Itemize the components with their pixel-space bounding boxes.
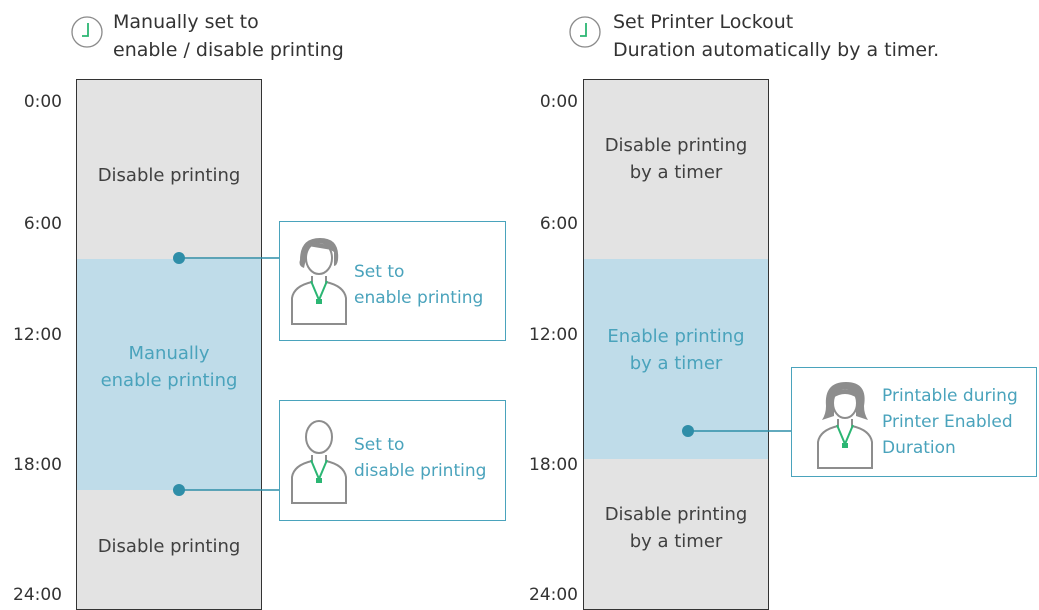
connector-dot-enable [173, 252, 185, 264]
left-time-12: 12:00 [13, 325, 62, 345]
connector-dot-timer [682, 425, 694, 437]
right-time-12: 12:00 [529, 325, 578, 345]
left-heading-line2: enable / disable printing [113, 39, 344, 61]
left-timeline-column: Disable printing Manually enable printin… [76, 79, 262, 610]
left-time-24: 24:00 [13, 585, 62, 605]
disable-callout-text: Set to disable printing [354, 435, 487, 481]
person-icon [812, 376, 876, 476]
left-zone-bottom-label: Disable printing [97, 536, 241, 557]
right-timeline-column: Disable printing by a timer Enable print… [583, 79, 769, 610]
left-heading: Manually set to enable / disable printin… [113, 8, 344, 64]
right-zone-top-label: Disable printing by a timer [604, 135, 748, 183]
right-heading-line1: Set Printer Lockout [613, 11, 794, 33]
right-heading: Set Printer Lockout Duration automatical… [613, 8, 939, 64]
clock-icon [70, 15, 103, 48]
right-zone-middle-label: Enable printing by a timer [607, 326, 745, 374]
person-icon [286, 232, 350, 332]
left-zone-middle-label: Manually enable printing [100, 343, 238, 391]
left-zone-top-label: Disable printing [97, 165, 241, 186]
left-time-18: 18:00 [13, 455, 62, 475]
right-time-0: 0:00 [539, 92, 578, 112]
manual-enable-band [77, 259, 261, 490]
enable-callout-text: Set to enable printing [354, 262, 484, 308]
right-time-24: 24:00 [529, 585, 578, 605]
right-heading-line2: Duration automatically by a timer. [613, 39, 940, 61]
right-time-18: 18:00 [529, 455, 578, 475]
right-time-6: 6:00 [539, 214, 578, 234]
left-time-0: 0:00 [23, 92, 62, 112]
clock-icon [568, 15, 601, 48]
timer-enable-band [584, 259, 768, 459]
left-time-6: 6:00 [23, 214, 62, 234]
timer-callout-text: Printable during Printer Enabled Duratio… [882, 386, 1018, 458]
left-heading-line1: Manually set to [113, 11, 259, 33]
right-zone-bottom-label: Disable printing by a timer [604, 504, 748, 552]
person-icon [286, 411, 350, 511]
connector-dot-disable [173, 484, 185, 496]
